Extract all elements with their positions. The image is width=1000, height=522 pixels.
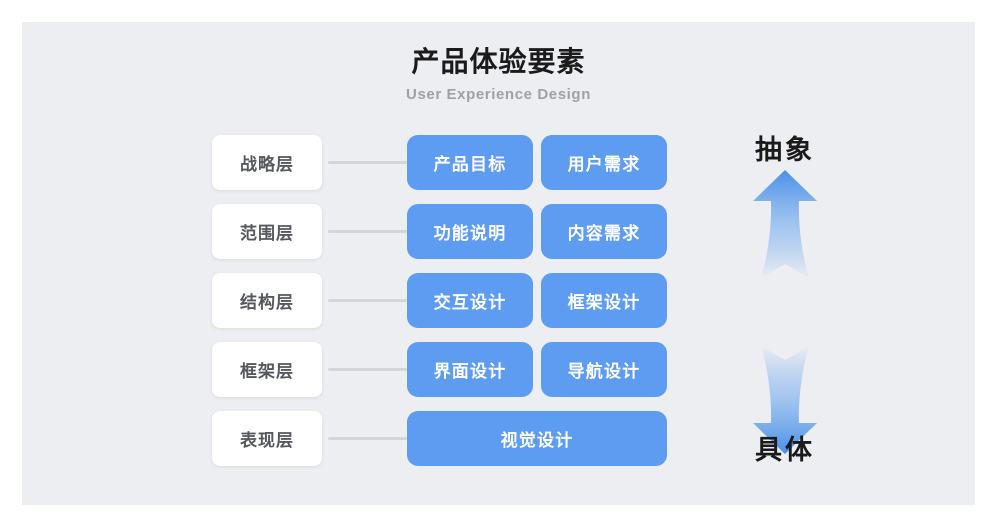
element-box[interactable]: 界面设计 xyxy=(407,342,533,397)
element-box-label: 视觉设计 xyxy=(500,431,574,450)
element-box[interactable]: 视觉设计 xyxy=(407,411,667,466)
element-box-label: 导航设计 xyxy=(567,362,641,381)
abstraction-axis: 抽象 具体 xyxy=(705,22,865,505)
axis-label-concrete: 具体 xyxy=(755,435,815,465)
element-box[interactable]: 内容需求 xyxy=(541,204,667,259)
layer-chip-label: 表现层 xyxy=(240,431,294,450)
header: 产品体验要素 User Experience Design xyxy=(22,22,975,103)
arrow-down-icon xyxy=(753,346,817,454)
element-box-label: 框架设计 xyxy=(567,293,641,312)
connector-line xyxy=(328,161,407,164)
element-box[interactable]: 产品目标 xyxy=(407,135,533,190)
layer-chip-label: 框架层 xyxy=(240,362,294,381)
element-box[interactable]: 用户需求 xyxy=(541,135,667,190)
element-box[interactable]: 框架设计 xyxy=(541,273,667,328)
connector-line xyxy=(328,437,407,440)
element-box-label: 内容需求 xyxy=(567,224,641,243)
element-box-label: 用户需求 xyxy=(567,155,641,174)
slide-canvas: 产品体验要素 User Experience Design 战略层 产品目标 用户需… xyxy=(22,22,975,505)
layer-chip-label: 结构层 xyxy=(240,293,294,312)
connector-line xyxy=(328,299,407,302)
element-box-label: 产品目标 xyxy=(433,155,507,174)
diagram-row: 框架层 界面设计 导航设计 xyxy=(22,342,975,397)
connector-line xyxy=(328,368,407,371)
layer-chip[interactable]: 框架层 xyxy=(212,342,322,397)
layer-chip[interactable]: 战略层 xyxy=(212,135,322,190)
diagram-row: 表现层 视觉设计 xyxy=(22,411,975,466)
element-box-label: 交互设计 xyxy=(433,293,507,312)
element-box[interactable]: 导航设计 xyxy=(541,342,667,397)
diagram-row: 战略层 产品目标 用户需求 xyxy=(22,135,975,190)
arrow-up-icon xyxy=(753,170,817,278)
element-box[interactable]: 功能说明 xyxy=(407,204,533,259)
element-box[interactable]: 交互设计 xyxy=(407,273,533,328)
layer-chip-label: 战略层 xyxy=(240,155,294,174)
layers-diagram: 战略层 产品目标 用户需求范围层 功能说明 内容需求结构层 交互设计 框架设计框架层 界面设计… xyxy=(22,22,975,505)
layer-chip[interactable]: 范围层 xyxy=(212,204,322,259)
element-box-label: 功能说明 xyxy=(433,224,507,243)
diagram-row: 范围层 功能说明 内容需求 xyxy=(22,204,975,259)
connector-line xyxy=(328,230,407,233)
layer-chip[interactable]: 结构层 xyxy=(212,273,322,328)
layer-chip-label: 范围层 xyxy=(240,224,294,243)
diagram-row: 结构层 交互设计 框架设计 xyxy=(22,273,975,328)
layer-chip[interactable]: 表现层 xyxy=(212,411,322,466)
element-box-label: 界面设计 xyxy=(433,362,507,381)
page-title: 产品体验要素 xyxy=(411,46,586,77)
page-subtitle: User Experience Design xyxy=(406,86,591,103)
axis-label-abstract: 抽象 xyxy=(755,135,815,165)
